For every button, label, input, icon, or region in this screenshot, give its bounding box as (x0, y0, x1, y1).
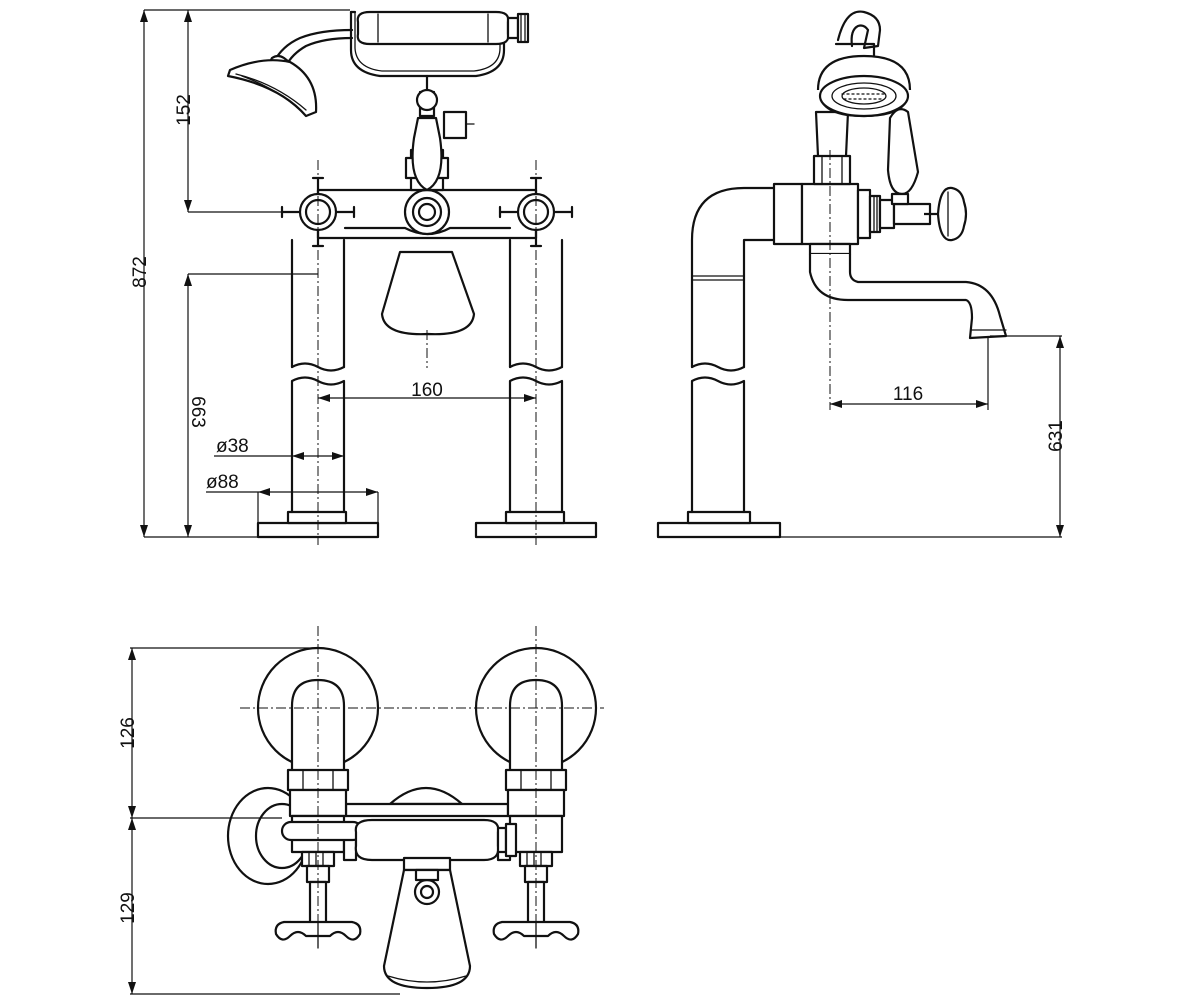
dimension-spout-height: 631 (780, 335, 1067, 538)
label-top-depth-back: 126 (118, 717, 139, 749)
lever-handle-icon (411, 116, 443, 192)
lever-handle-icon (886, 108, 920, 206)
handset-cradle (349, 10, 506, 112)
label-leg-diameter: ø38 (216, 436, 249, 457)
handset-handle (356, 10, 530, 46)
label-overall-height: 872 (130, 256, 151, 288)
dimension-spout-reach: 116 (830, 338, 989, 410)
dimension-handset-height: 152 (174, 10, 296, 213)
side-handset-column (812, 10, 882, 186)
dimension-leg-spacing: 160 (318, 380, 536, 402)
dimension-leg-height: 663 (184, 273, 318, 537)
label-base-diameter: ø88 (206, 472, 239, 493)
dimension-base-diameter: ø88 (206, 472, 379, 523)
spout-icon (808, 254, 1008, 340)
dimension-overall-height: 872 (130, 9, 350, 538)
base-plate-icon (656, 510, 782, 539)
dimension-leg-diameter: ø38 (214, 436, 344, 460)
label-top-depth-front: 129 (118, 892, 139, 924)
spout-icon (382, 856, 472, 990)
label-leg-spacing: 160 (411, 380, 443, 401)
label-leg-height: 663 (187, 396, 208, 428)
dimension-top-depth-front: 129 (118, 818, 400, 995)
label-handset-height: 152 (174, 94, 195, 126)
side-valve-body (800, 182, 932, 256)
side-view (656, 10, 1008, 539)
label-spout-reach: 116 (893, 384, 923, 405)
shower-head-icon (816, 54, 912, 118)
top-view (226, 626, 604, 990)
front-view (226, 10, 598, 545)
cross-handle-icon (924, 186, 968, 242)
base-plate-icon (256, 510, 598, 539)
spout-icon (380, 250, 476, 336)
side-column (690, 182, 804, 514)
center-valve (403, 188, 451, 236)
leg-right (508, 238, 564, 514)
dimension-top-depth-back: 126 (118, 647, 318, 819)
label-spout-height: 631 (1046, 420, 1067, 452)
top-handset (280, 818, 518, 862)
shower-head-icon (226, 28, 354, 118)
